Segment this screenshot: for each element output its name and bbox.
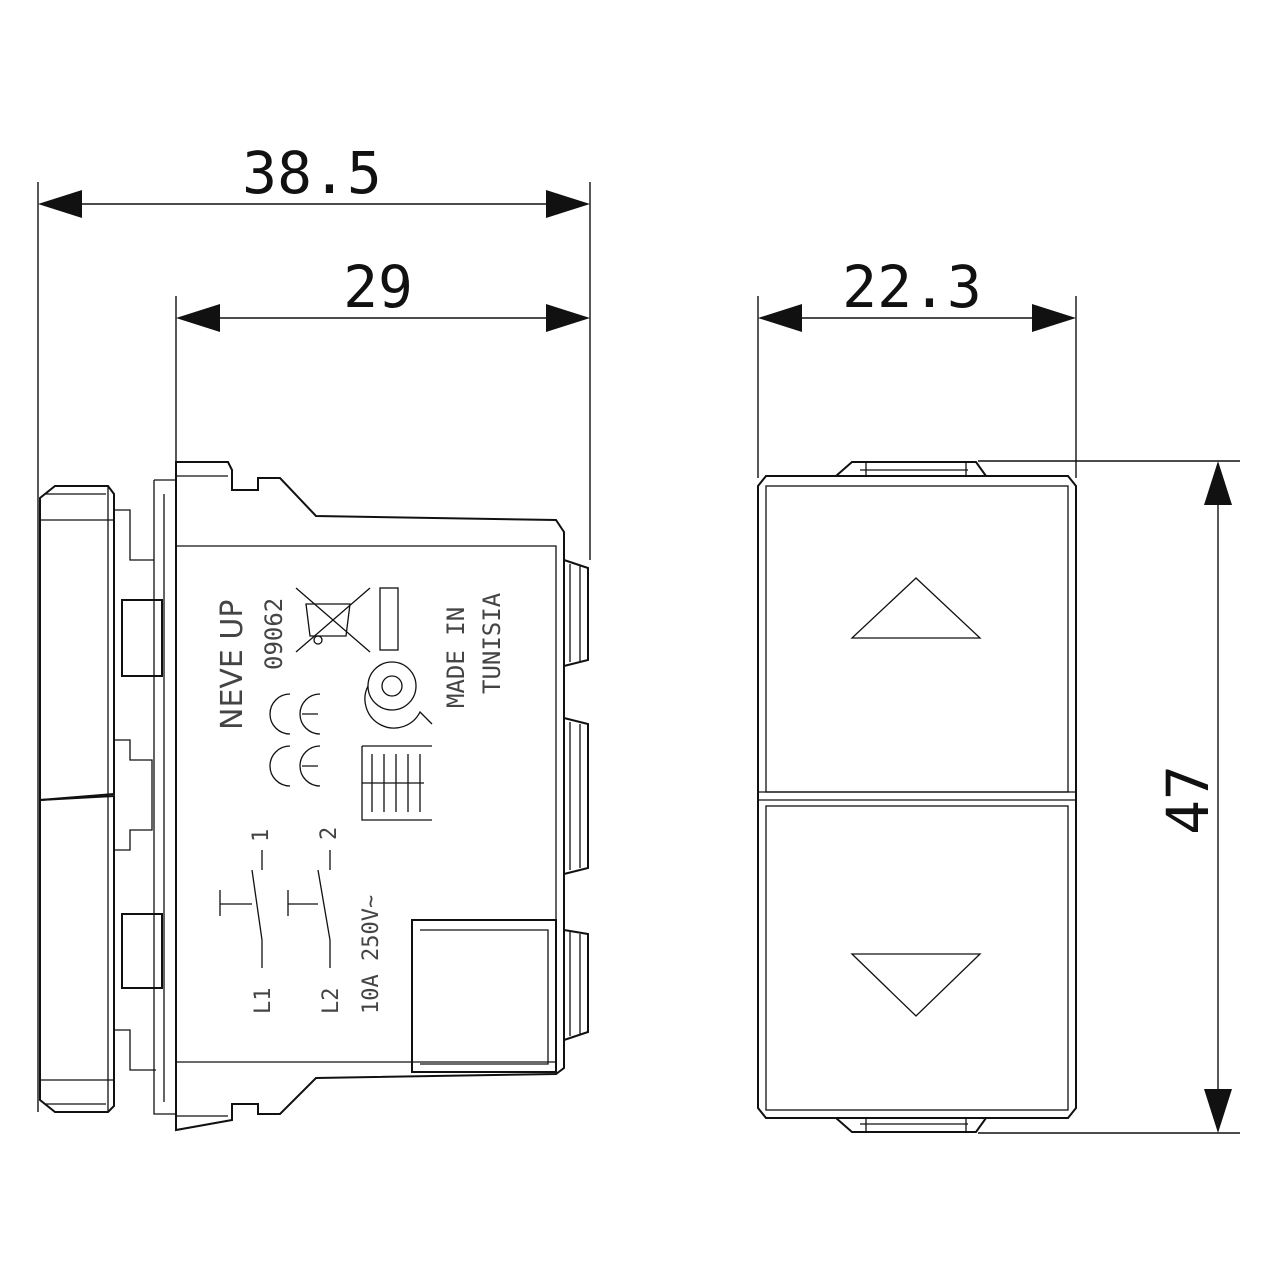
side-markings: NEVE UP 09062 [215, 587, 506, 1015]
origin-line-1: MADE IN [442, 607, 470, 708]
rating-label: 10A 250V~ [359, 895, 384, 1014]
terminal-l2-label: L2 [319, 988, 344, 1015]
dimension-label-47: 47 [1154, 765, 1222, 835]
eac-mark-icon [361, 745, 432, 821]
side-view: NEVE UP 09062 [39, 461, 589, 1132]
side-front-cover [39, 485, 163, 1113]
ce-mark-icon [269, 693, 321, 735]
terminal-l1-label: L1 [251, 988, 276, 1015]
terminal-2-label: 2 [317, 827, 342, 840]
weee-bin-icon [295, 587, 399, 653]
dimension-overall-depth: 38.5 [37, 139, 591, 1112]
front-view [757, 461, 1077, 1133]
down-arrow-icon [850, 953, 982, 1017]
origin-line-2: TUNISIA [478, 592, 506, 694]
dimension-height: 47 [978, 460, 1240, 1134]
imq-mark-icon [364, 661, 433, 729]
dimension-label-29: 29 [343, 253, 413, 321]
dimension-body-depth: 29 [175, 253, 590, 468]
dimension-label-38-5: 38.5 [242, 139, 382, 207]
side-main-body [153, 461, 589, 1132]
ce-mark-icon [269, 745, 321, 787]
terminal-1-label: 1 [249, 829, 274, 842]
dimension-width: 22.3 [757, 253, 1077, 478]
rocker-down[interactable] [765, 805, 1069, 1111]
rocker-up[interactable] [765, 485, 1069, 793]
up-arrow-icon [850, 577, 982, 639]
dimension-label-22-3: 22.3 [842, 253, 982, 321]
wiring-schematic: 1 2 L1 L2 10A 250V~ [219, 827, 384, 1015]
product-name-label: NEVE UP [215, 600, 250, 730]
product-code-label: 09062 [260, 598, 288, 670]
